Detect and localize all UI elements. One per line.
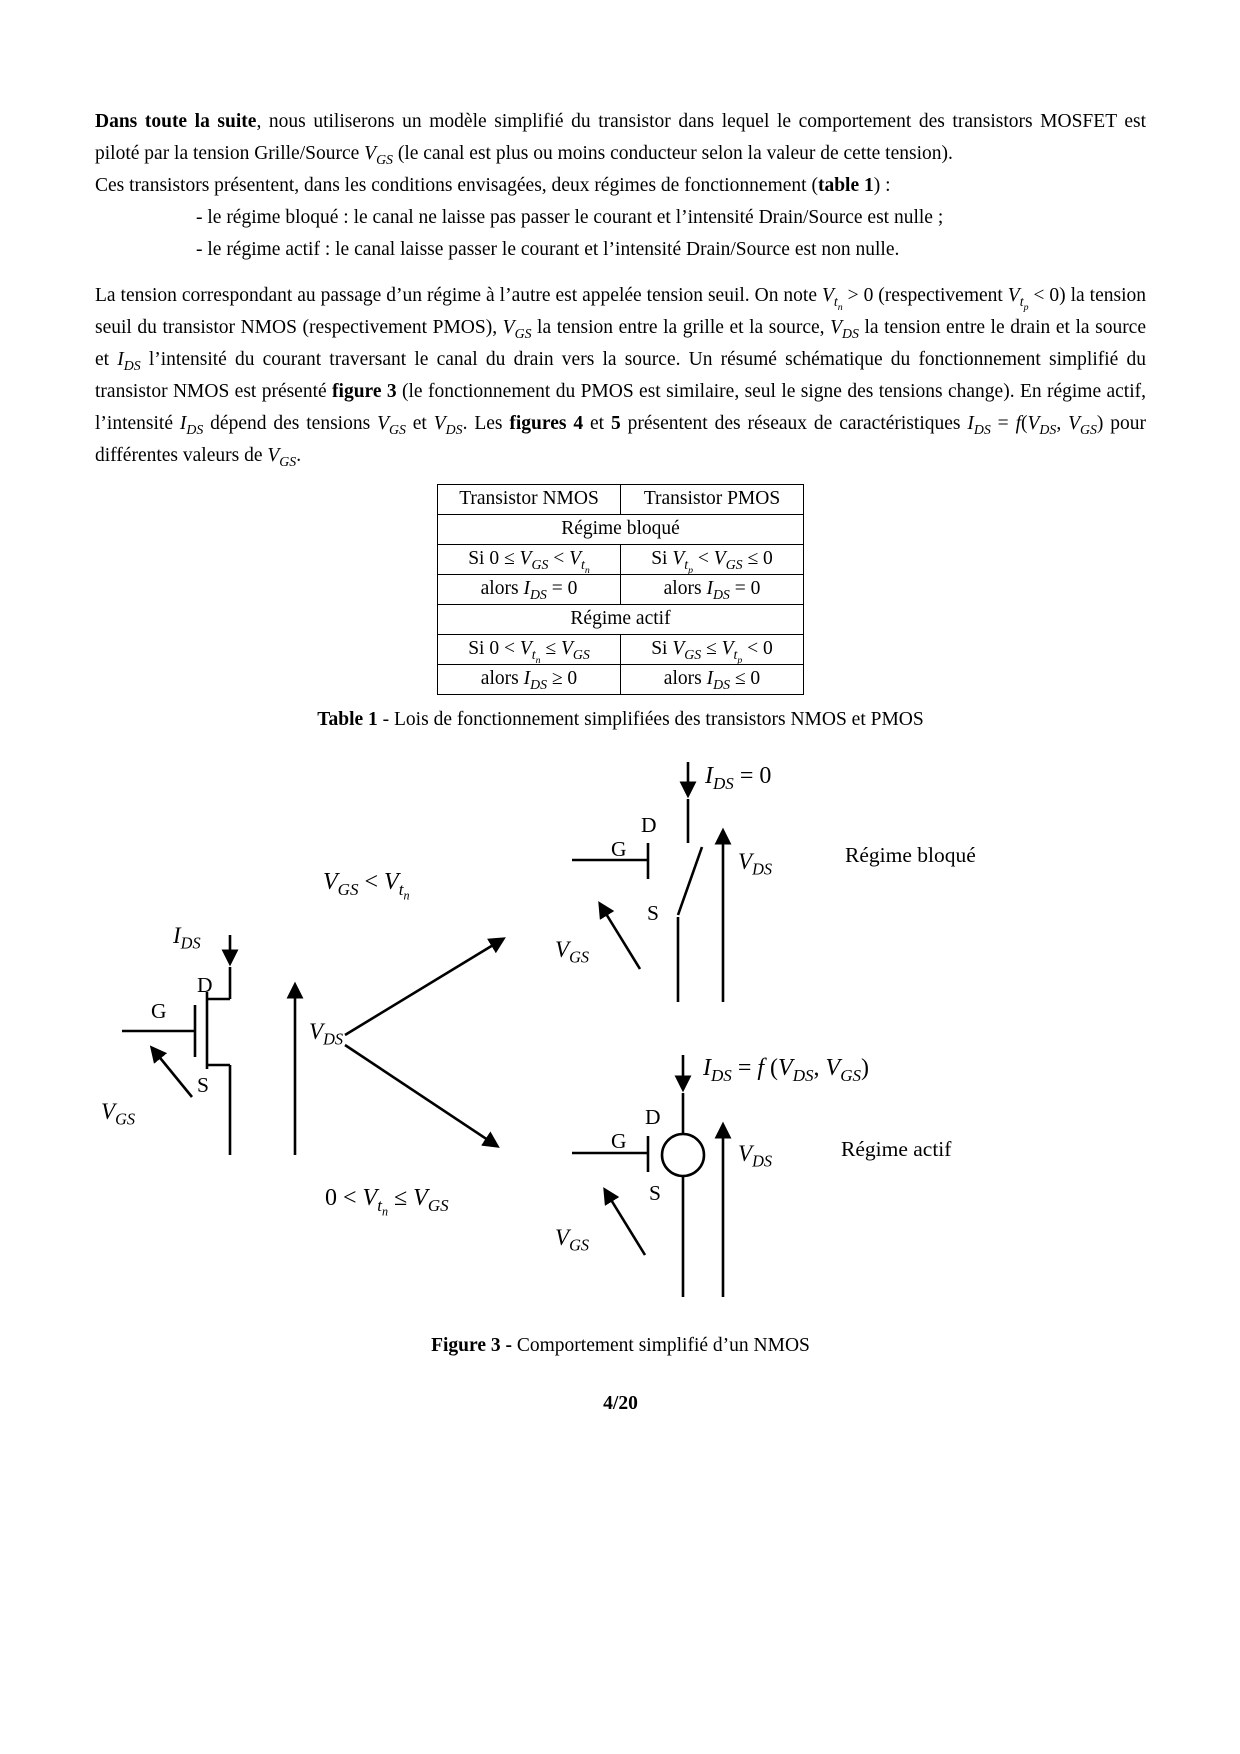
- table-cell-regime-actif: Régime actif: [437, 604, 804, 635]
- vgs-label-nmos: VGS: [101, 1099, 136, 1129]
- table-cell-bloque-nmos-condition: Si 0 ≤ VGS < Vtn: [437, 544, 621, 575]
- table-cell-bloque-nmos-result: alors IDS = 0: [437, 574, 621, 605]
- vgs-voltage-arrow: [149, 1045, 194, 1098]
- closed-switch-contact: [660, 1132, 706, 1178]
- arrow-to-blocked-regime: [344, 937, 506, 1037]
- open-switch-blade: [676, 846, 704, 916]
- vgs-voltage-arrow-active: [603, 1187, 647, 1256]
- source-label-active: S: [649, 1181, 661, 1205]
- regime-actif-label: Régime actif: [841, 1137, 952, 1161]
- source-label-blocked: S: [647, 901, 659, 925]
- page-number: 4/20: [603, 1393, 638, 1414]
- vds-label-active: VDS: [738, 1141, 773, 1171]
- drain-label-active: D: [645, 1105, 661, 1129]
- table-cell-regime-bloque: Régime bloqué: [437, 514, 804, 545]
- source-label-nmos: S: [197, 1073, 209, 1097]
- drain-label-nmos: D: [197, 973, 213, 997]
- ids-label-nmos: IDS: [173, 923, 201, 953]
- table-row-actif-condition: Si 0 < Vtn ≤ VGS Si VGS ≤ Vtp < 0: [437, 634, 804, 665]
- table-header-nmos: Transistor NMOS: [437, 484, 621, 515]
- table-cell-actif-pmos-result: alors IDS ≤ 0: [620, 664, 804, 695]
- table-cell-actif-pmos-condition: Si VGS ≤ Vtp < 0: [620, 634, 804, 665]
- regime-bloque-label: Régime bloqué: [845, 843, 976, 867]
- table-cell-bloque-pmos-condition: Si Vtp < VGS ≤ 0: [620, 544, 804, 575]
- ids-function-label: IDS = f (VDS, VGS): [703, 1055, 870, 1085]
- paragraph-tension-seuil: La tension correspondant au passage d’un…: [95, 285, 1147, 469]
- nmos-transistor-symbol: [122, 935, 304, 1155]
- condition-active-label: 0 < Vtn ≤ VGS: [325, 1185, 449, 1219]
- vds-label-blocked: VDS: [738, 849, 773, 879]
- table-1: Transistor NMOS Transistor PMOS Régime b…: [437, 484, 804, 695]
- vds-label-nmos: VDS: [309, 1019, 344, 1049]
- figure-3-diagram: [122, 762, 732, 1297]
- vgs-label-blocked: VGS: [555, 937, 590, 967]
- table-row-regime-actif: Régime actif: [437, 604, 804, 635]
- vgs-label-active: VGS: [555, 1225, 590, 1255]
- arrow-to-active-regime: [344, 1043, 500, 1148]
- condition-blocked-label: VGS < Vtn: [323, 869, 410, 903]
- ids-zero-label: IDS = 0: [705, 763, 772, 793]
- table-header-pmos: Transistor PMOS: [620, 484, 804, 515]
- figure-3-caption: Figure 3 - Comportement simplifié d’un N…: [431, 1335, 810, 1356]
- table-cell-bloque-pmos-result: alors IDS = 0: [620, 574, 804, 605]
- figure-3: IDS D G S VDS VGS VGS < Vtn 0 < Vtn ≤ VG…: [95, 757, 1145, 1309]
- table-row-regime-bloque: Régime bloqué: [437, 514, 804, 545]
- gate-label-active: G: [611, 1129, 627, 1153]
- gate-label-blocked: G: [611, 837, 627, 861]
- active-closed-switch-circuit: [572, 1055, 732, 1297]
- gate-label-nmos: G: [151, 999, 167, 1023]
- table-cell-actif-nmos-result: alors IDS ≥ 0: [437, 664, 621, 695]
- list-item-regime-bloque: - le régime bloqué : le canal ne laisse …: [196, 207, 944, 228]
- table-row-bloque-condition: Si 0 ≤ VGS < Vtn Si Vtp < VGS ≤ 0: [437, 544, 804, 575]
- blocked-open-switch-circuit: [572, 762, 732, 1002]
- vgs-voltage-arrow-blocked: [598, 901, 642, 970]
- table-row-bloque-result: alors IDS = 0 alors IDS = 0: [437, 574, 804, 605]
- drain-label-blocked: D: [641, 813, 657, 837]
- paragraph-model-intro: Dans toute la suite, nous utiliserons un…: [95, 111, 1146, 167]
- table-cell-actif-nmos-condition: Si 0 < Vtn ≤ VGS: [437, 634, 621, 665]
- paragraph-regimes-intro: Ces transistors présentent, dans les con…: [95, 175, 891, 196]
- table-1-caption: Table 1 - Lois de fonctionnement simplif…: [317, 709, 924, 730]
- table-row-headers: Transistor NMOS Transistor PMOS: [437, 484, 804, 515]
- list-item-regime-actif: - le régime actif : le canal laisse pass…: [196, 239, 900, 260]
- page-content: Dans toute la suite, nous utiliserons un…: [95, 111, 1147, 1414]
- table-row-actif-result: alors IDS ≥ 0 alors IDS ≤ 0: [437, 664, 804, 695]
